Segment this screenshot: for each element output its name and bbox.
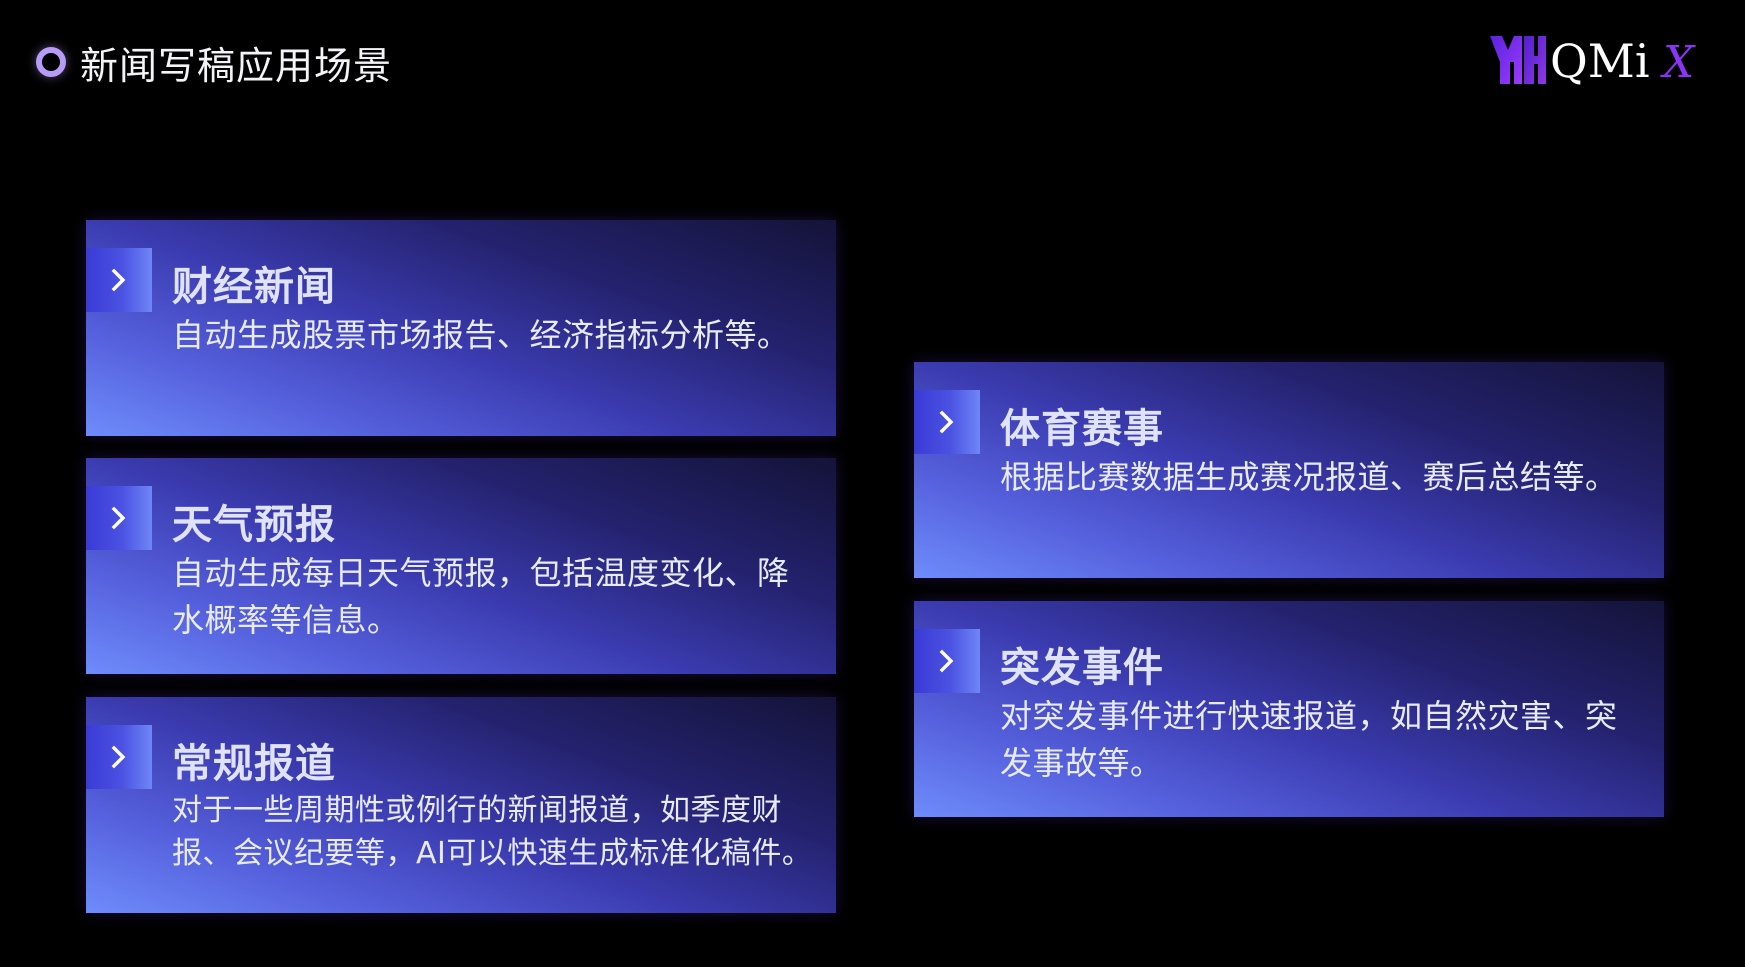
chevron-right-icon [111,745,126,769]
card-description: 自动生成股票市场报告、经济指标分析等。 [172,316,790,354]
card-tab [86,486,152,550]
chevron-right-icon [111,506,126,530]
chevron-right-icon [939,410,954,434]
page-title: 新闻写稿应用场景 [80,43,393,88]
logo-mark-icon [1490,36,1522,84]
card-tab [86,248,152,312]
card-title: 常规报道 [172,741,336,787]
card-title: 突发事件 [1000,645,1164,691]
chevron-right-icon [111,268,126,292]
logo-accent: X [1660,37,1696,88]
ring-dot-icon [36,47,66,77]
scenario-card-weather: 天气预报 自动生成每日天气预报，包括温度变化、降水概率等信息。 [86,458,836,674]
chevron-right-icon [939,649,954,673]
scenario-card-routine: 常规报道 对于一些周期性或例行的新闻报道，如季度财报、会议纪要等，AI可以快速生… [86,697,836,913]
page-header: 新闻写稿应用场景 [36,34,392,90]
card-tab [914,629,980,693]
card-description: 对突发事件进行快速报道，如自然灾害、突发事故等。 [1000,697,1618,782]
scenario-card-breaking: 突发事件 对突发事件进行快速报道，如自然灾害、突发事故等。 [914,601,1664,817]
card-title: 财经新闻 [172,264,336,310]
card-title: 体育赛事 [1000,406,1164,452]
brand-logo: QMi X [1490,34,1696,88]
card-description: 自动生成每日天气预报，包括温度变化、降水概率等信息。 [172,554,790,639]
card-description: 根据比赛数据生成赛况报道、赛后总结等。 [1000,458,1618,496]
logo-text: QMi [1550,34,1650,88]
scenario-card-finance: 财经新闻 自动生成股票市场报告、经济指标分析等。 [86,220,836,436]
card-title: 天气预报 [172,502,336,548]
card-tab [86,725,152,789]
card-description: 对于一些周期性或例行的新闻报道，如季度财报、会议纪要等，AI可以快速生成标准化稿… [172,793,813,871]
scenario-card-sports: 体育赛事 根据比赛数据生成赛况报道、赛后总结等。 [914,362,1664,578]
card-tab [914,390,980,454]
